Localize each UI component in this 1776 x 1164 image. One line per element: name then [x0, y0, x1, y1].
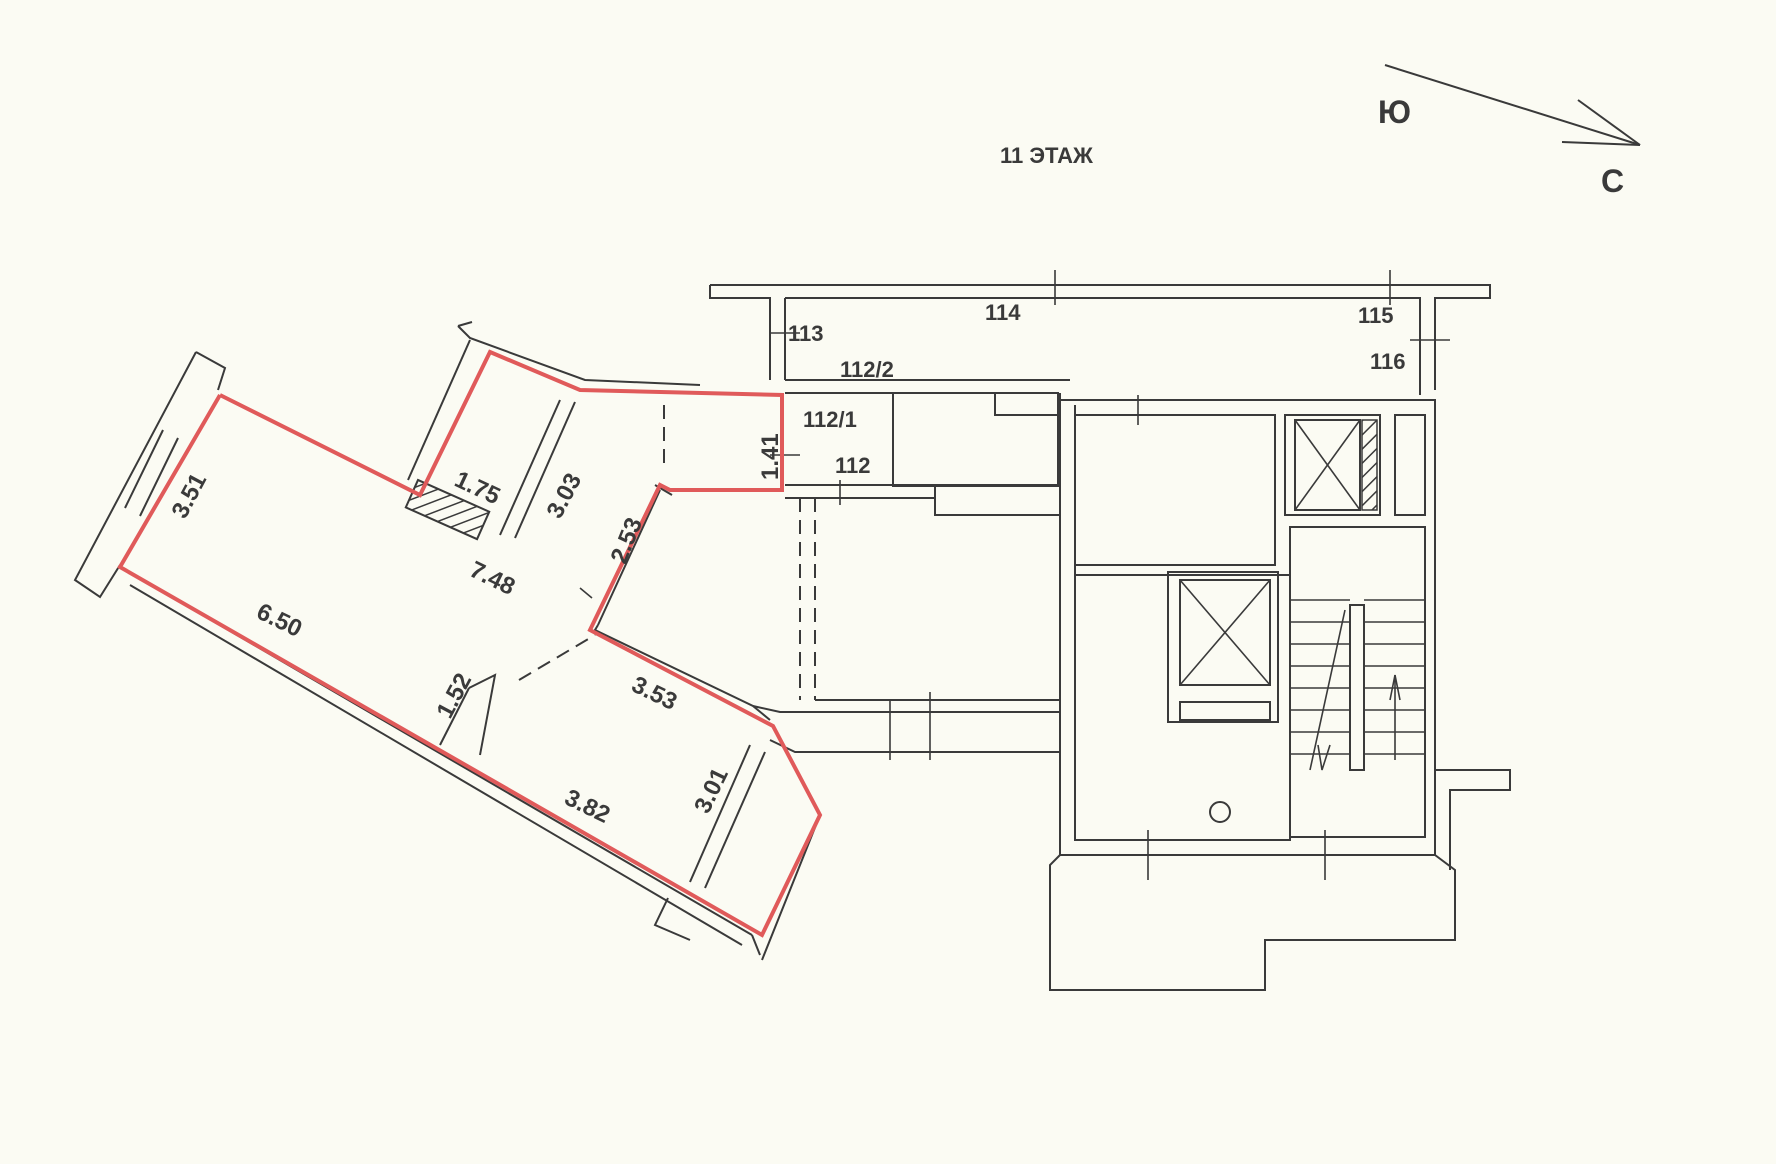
room-115: 115	[1358, 303, 1394, 328]
room-114: 114	[985, 300, 1021, 325]
dim-7-48: 7.48	[465, 556, 519, 601]
dim-2-53: 2.53	[606, 514, 649, 567]
dim-6-50: 6.50	[252, 598, 306, 643]
stair-steps	[1290, 599, 1425, 771]
compass-south-label: Ю	[1378, 94, 1411, 130]
apartment-outline	[117, 349, 823, 938]
stair-lift-core	[1049, 395, 1511, 991]
dim-1-41: 1.41	[757, 433, 784, 480]
floor-label: 11 ЭТАЖ	[1000, 143, 1093, 168]
dim-3-53: 3.53	[627, 671, 681, 716]
dim-3-03: 3.03	[541, 469, 587, 523]
corridor-walls	[663, 270, 1491, 855]
room-112: 112	[835, 453, 871, 478]
dim-3-01: 3.01	[689, 764, 734, 818]
room-113: 113	[788, 321, 824, 346]
room-112-2: 112/2	[840, 357, 894, 382]
room-112-1: 112/1	[803, 407, 857, 432]
compass-arrow-icon	[1384, 64, 1641, 146]
room-116: 116	[1370, 349, 1406, 374]
dim-1-52: 1.52	[431, 669, 477, 723]
apartment-walls	[73, 321, 1060, 961]
compass-north-label: С	[1601, 163, 1624, 199]
